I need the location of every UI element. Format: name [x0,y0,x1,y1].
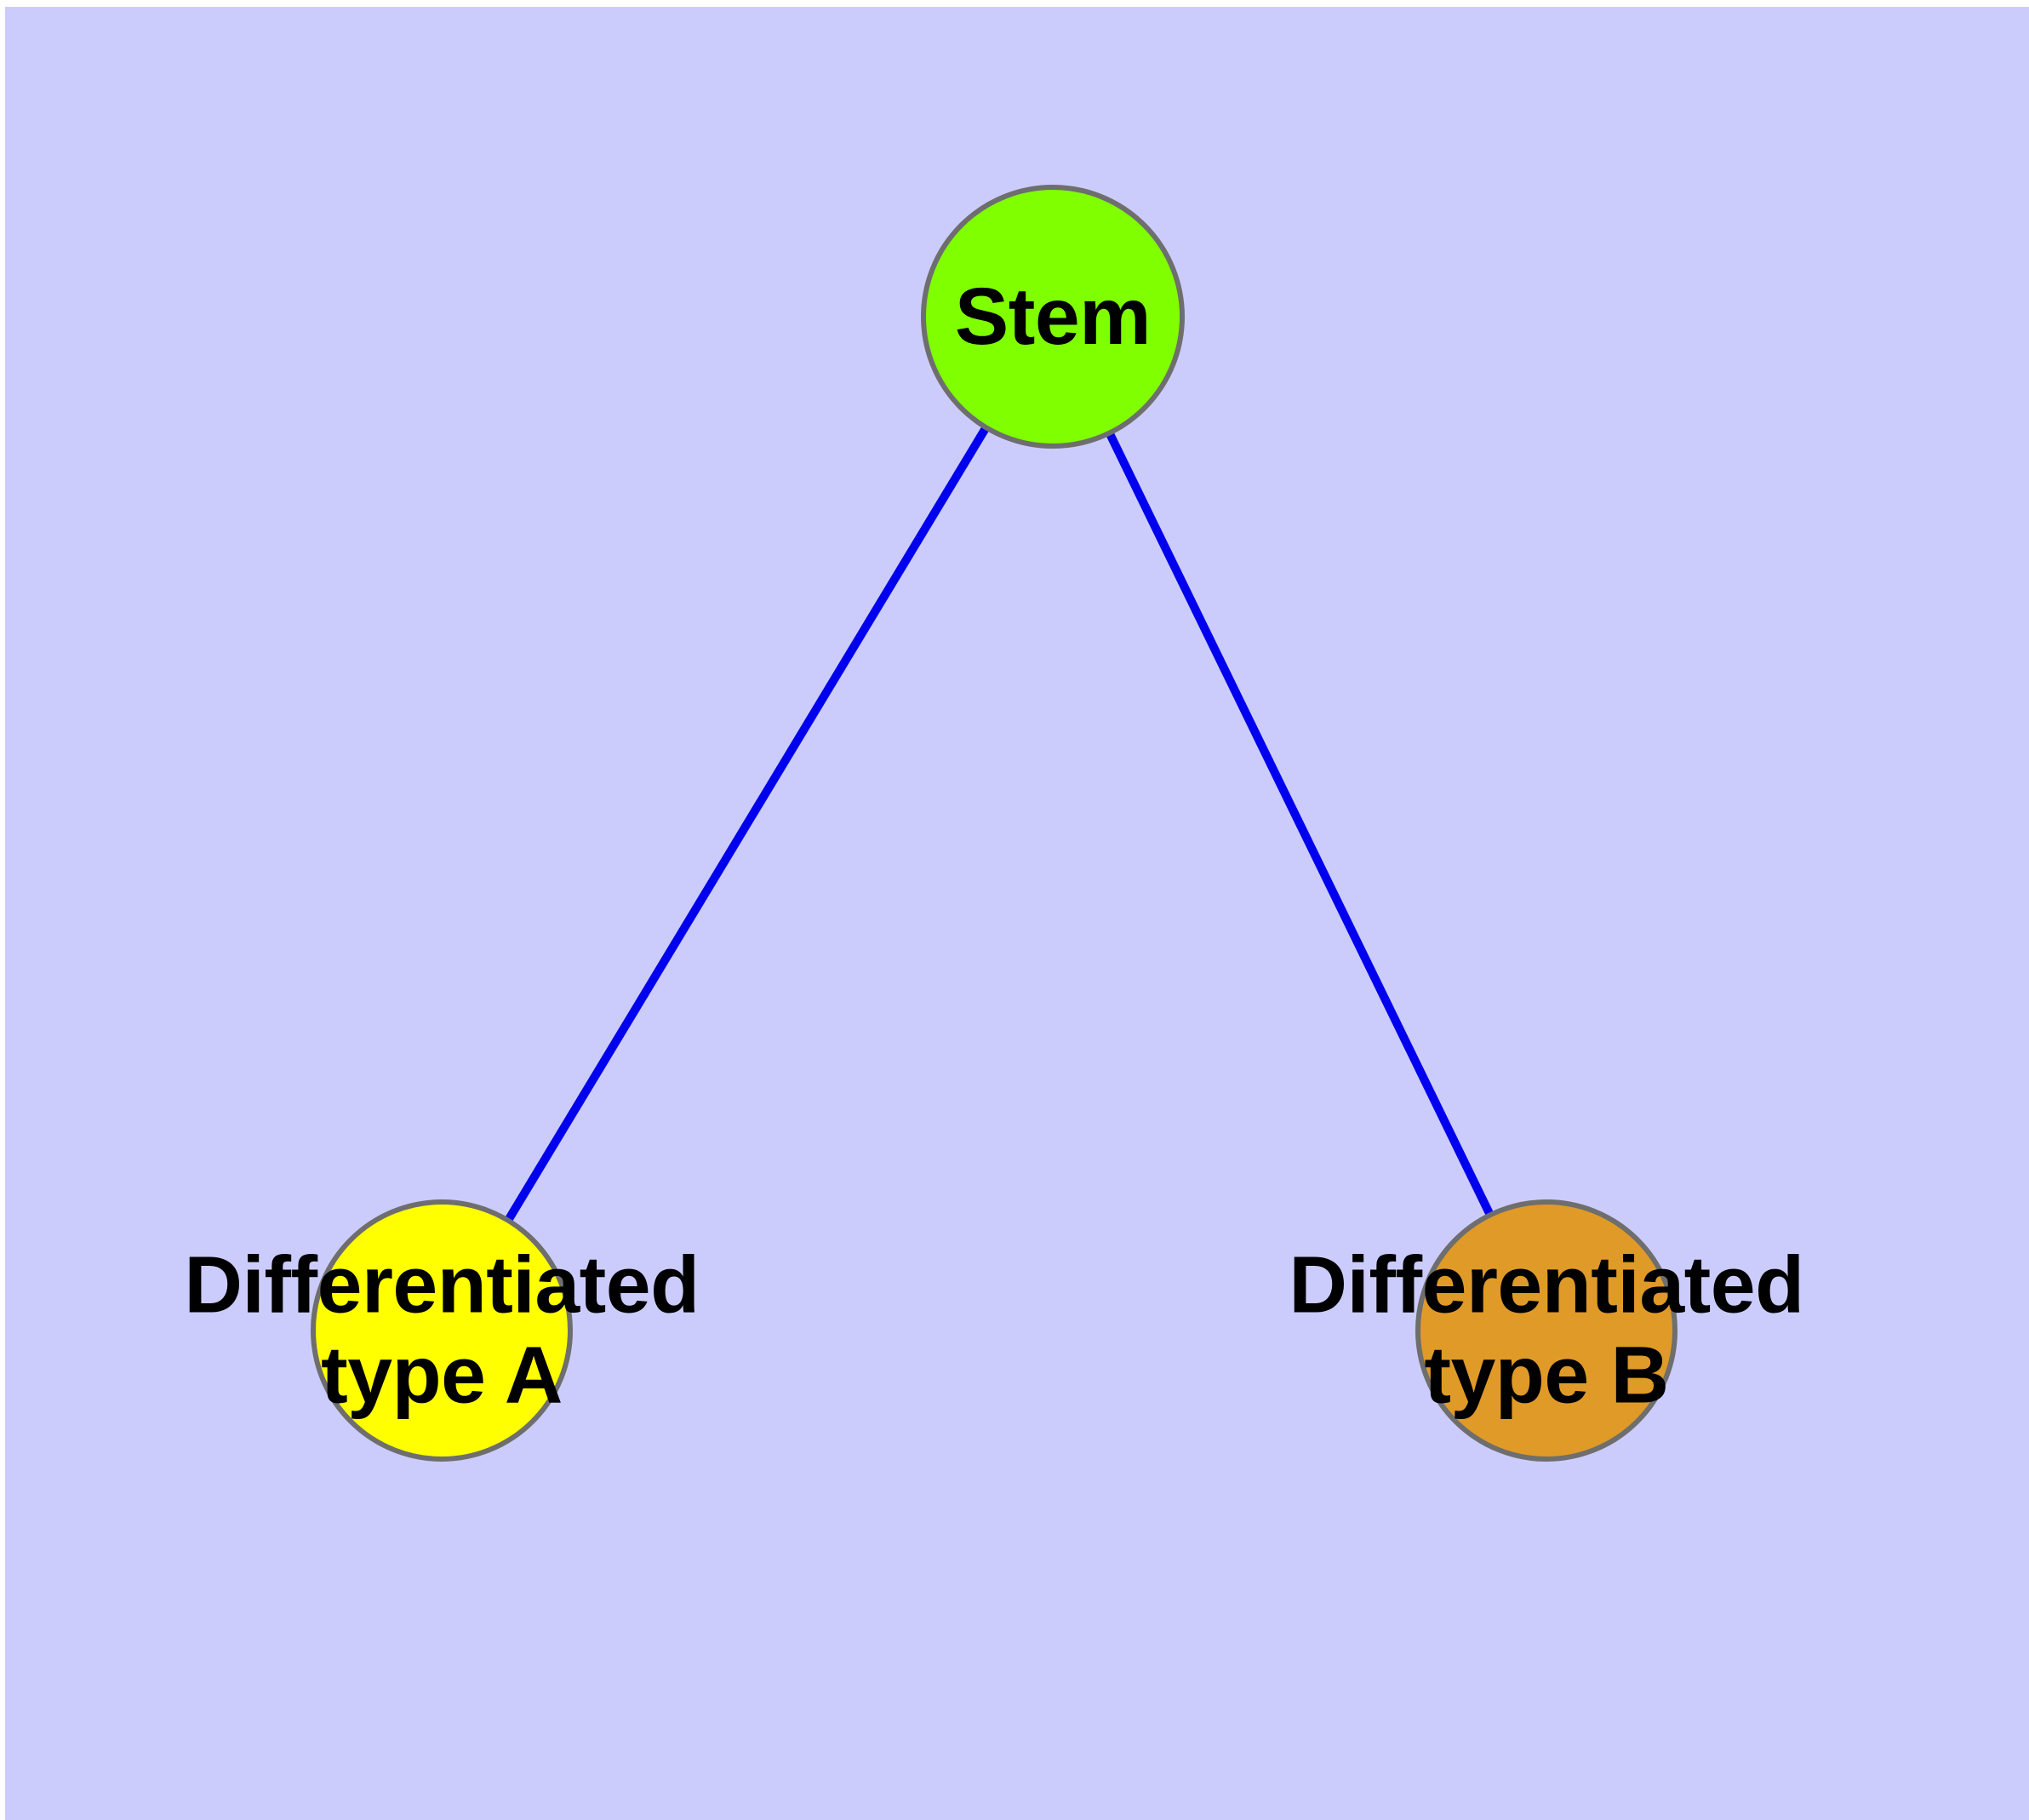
node-layer [311,185,1677,1462]
graph-node-diff_b[interactable] [1415,1199,1677,1462]
edge-layer [437,314,1551,1333]
graph-edge[interactable] [1049,314,1551,1333]
graph-edge[interactable] [437,314,1057,1333]
graph-node-diff_a[interactable] [311,1199,573,1462]
graph-node-stem[interactable] [921,185,1185,449]
